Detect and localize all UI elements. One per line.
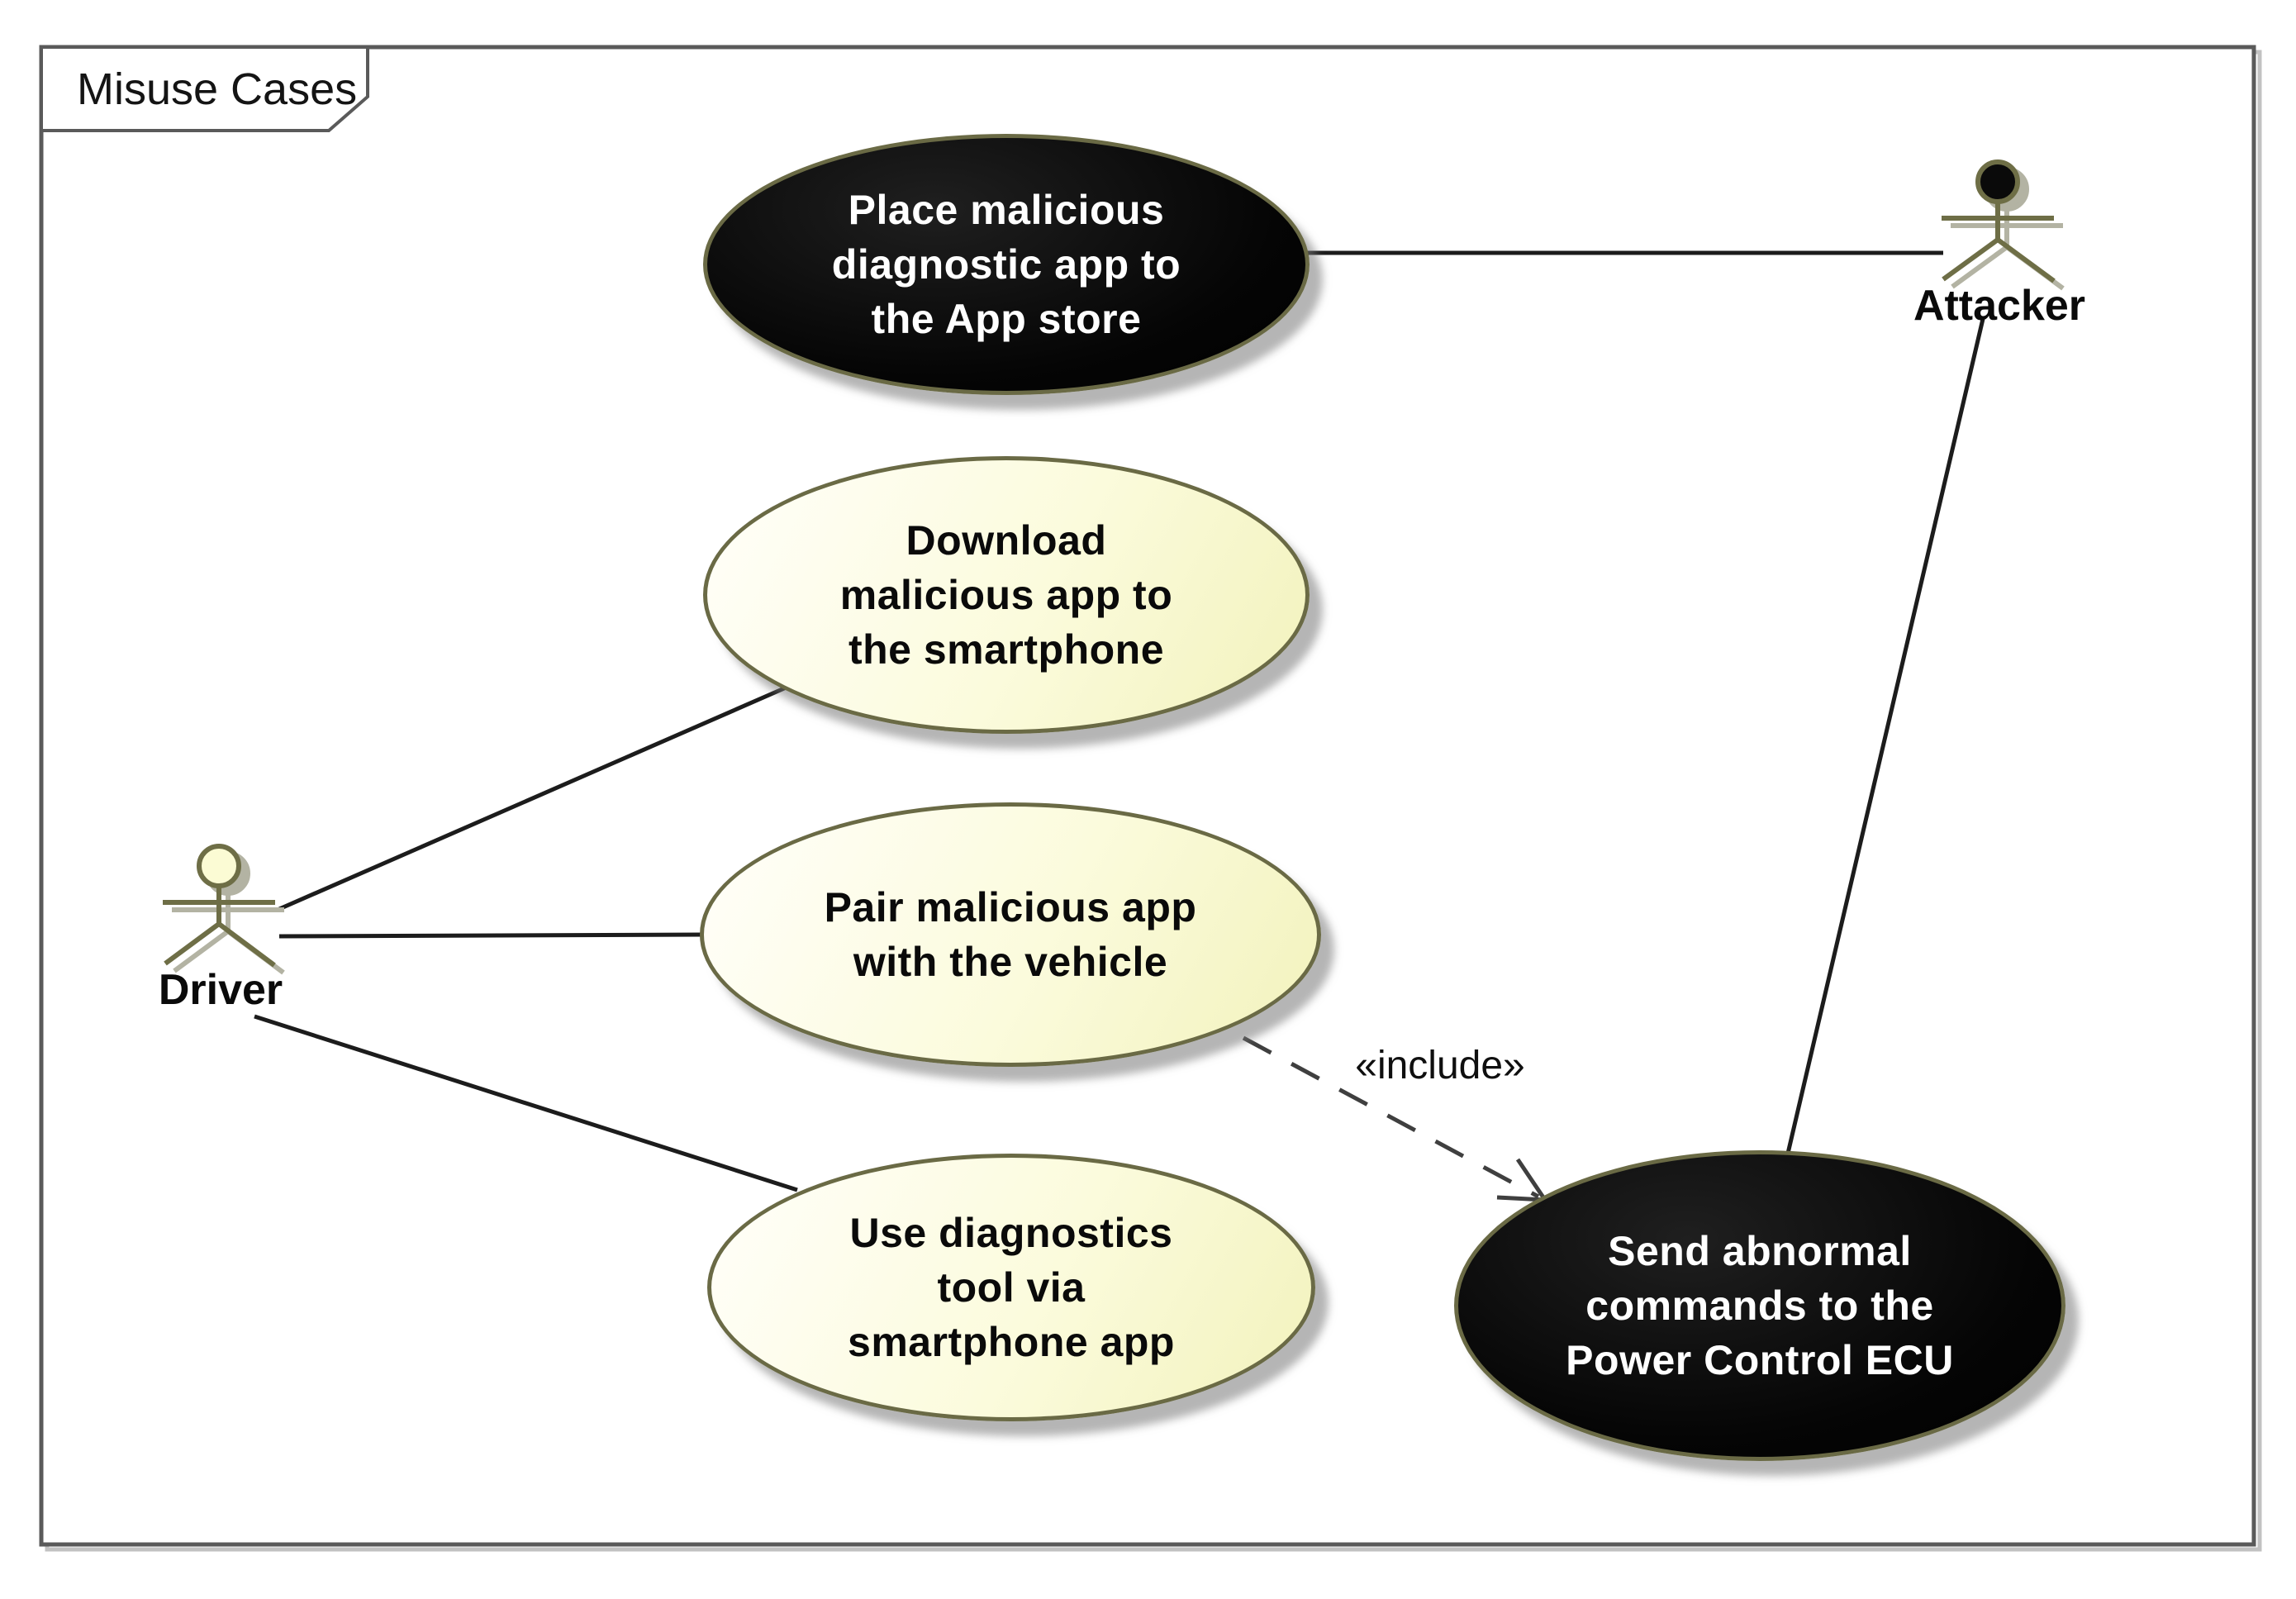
- association-attacker-send-commands: [1785, 318, 1985, 1158]
- include-dashed-line: [1242, 1035, 1540, 1199]
- usecase-label: Place malicious diagnostic app to the Ap…: [831, 187, 1181, 342]
- usecase-pair-malicious-app: Pair malicious app with the vehicle: [700, 802, 1321, 1067]
- attacker-actor-icon: [1942, 159, 2065, 291]
- frame-title-tab: [40, 45, 369, 132]
- association-driver-download-app: [278, 683, 791, 911]
- usecase-use-diagnostics-tool: Use diagnostics tool via smartphone app: [707, 1154, 1315, 1421]
- usecase-send-abnormal-commands: Send abnormal commands to the Power Cont…: [1454, 1150, 2065, 1461]
- attacker-actor-label: Attacker: [1913, 282, 2086, 330]
- frame-title-text: Misuse Cases: [77, 64, 358, 114]
- usecase-download-malicious-app: Download malicious app to the smartphone: [703, 456, 1310, 734]
- include-stereotype-label: «include»: [1355, 1044, 1525, 1087]
- association-driver-pair-app: [278, 932, 705, 939]
- frame-title: Misuse Cases: [40, 47, 368, 131]
- usecase-label: Download malicious app to the smartphone: [839, 517, 1173, 673]
- usecase-place-malicious-app: Place malicious diagnostic app to the Ap…: [703, 134, 1310, 395]
- usecase-label: Use diagnostics tool via smartphone app: [848, 1210, 1175, 1365]
- usecase-label: Pair malicious app with the vehicle: [824, 884, 1197, 985]
- driver-actor-label: Driver: [158, 966, 283, 1014]
- association-driver-use-diagnostics: [254, 1014, 798, 1192]
- driver-actor-icon: [163, 844, 285, 975]
- usecase-label: Send abnormal commands to the Power Cont…: [1566, 1228, 1954, 1383]
